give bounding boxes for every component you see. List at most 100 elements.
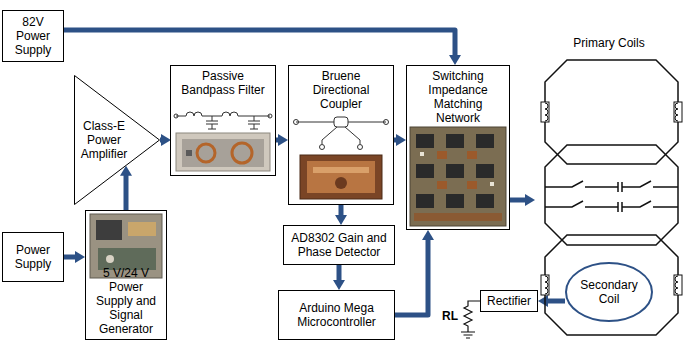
node-label: Switching Impedance Matching Network: [410, 69, 506, 125]
coupler-box: Bruene Directional Coupler: [288, 65, 394, 205]
node-label: Rectifier: [487, 294, 531, 308]
filter-photo: [182, 139, 264, 167]
primary-coil-wiring: [545, 181, 678, 192]
filter-schematic: [268, 114, 272, 118]
node-label: 82V Power Supply: [6, 15, 60, 57]
node-label: Primary Coils: [573, 36, 644, 50]
rectifier-box: Rectifier: [480, 290, 538, 312]
coil-inductor: [545, 103, 548, 121]
node-label: Passive Bandpass Filter: [174, 69, 272, 97]
matching-network-box: Switching Impedance Matching Network: [406, 65, 510, 230]
node-label: AD8302 Gain and Phase Detector: [287, 231, 391, 259]
matching-network-photo: [414, 213, 502, 221]
coupler-photo: [313, 167, 369, 173]
filter-schematic: [174, 112, 272, 129]
filter-photo: [232, 143, 252, 163]
node-label: Arduino Mega Microcontroller: [282, 301, 391, 329]
filter-schematic: [206, 116, 218, 129]
matching-network-photo: [410, 127, 506, 226]
filter-photo: [197, 144, 215, 162]
detector-box: AD8302 Gain and Phase Detector: [283, 225, 395, 265]
primary-coil-wiring: [545, 60, 678, 164]
node-label: Bruene Directional Coupler: [292, 69, 390, 111]
matching-network-photo: [476, 194, 494, 208]
coupler-photo: [335, 177, 347, 189]
filter-photo: [176, 133, 270, 171]
signal-arrow: [395, 236, 428, 315]
filter-photo: [186, 150, 192, 156]
matching-network-photo: [416, 164, 434, 178]
matching-network-photo: [467, 181, 477, 189]
load-resistor: [464, 301, 480, 332]
coil-region: Primary CoilsSecondary Coil: [535, 36, 683, 338]
signal-arrow: [339, 205, 344, 219]
matching-network-photo: [437, 151, 447, 159]
coupler-schematic: [322, 127, 360, 144]
signal-arrow: [64, 30, 455, 59]
secondary-coil: Secondary Coil: [565, 262, 653, 322]
matching-network-photo: [420, 152, 424, 156]
coupler-schematic: [320, 145, 325, 150]
primary-coil-wiring: [545, 235, 678, 335]
signal-generator-box: 5 V/24 V Power Supply and Signal Generat…: [85, 210, 167, 340]
matching-network-photo: [446, 194, 464, 208]
microcontroller-box: Arduino Mega Microcontroller: [278, 290, 395, 340]
matching-network-photo: [446, 134, 464, 148]
filter-schematic: [174, 114, 178, 118]
matching-network-photo: [410, 127, 506, 226]
signal-generator-photo: [96, 220, 122, 240]
coupler-schematic: [384, 120, 389, 125]
primary-coil-wiring: [545, 201, 678, 212]
coupler-schematic: [296, 122, 386, 123]
filter-schematic: [186, 112, 202, 116]
coupler-schematic: [294, 117, 389, 150]
filter-photo: [176, 133, 270, 171]
coil-inductor: [541, 102, 549, 122]
coil-outline: [566, 263, 652, 321]
coupler-photo: [300, 155, 382, 199]
load-resistor: [461, 332, 475, 338]
signal-arrow: [160, 138, 165, 143]
coil-inductor: [674, 275, 682, 295]
coil-inductor: [675, 103, 678, 121]
filter-schematic: [176, 116, 270, 117]
matching-network-photo: [437, 181, 447, 189]
signal-arrow: [337, 265, 342, 284]
signal-arrow: [544, 299, 565, 304]
matching-network-photo: [416, 134, 434, 148]
signal-arrow: [276, 138, 282, 143]
filter-schematic: [222, 112, 238, 116]
primary-coil-wiring: [545, 145, 678, 245]
coupler-photo: [300, 155, 382, 199]
signal-arrow: [64, 255, 79, 260]
primary-coil-wiring: [545, 60, 678, 335]
power-supply-box: 82V Power Supply: [2, 10, 64, 62]
matching-network-photo: [490, 182, 494, 186]
signal-arrow: [510, 198, 529, 203]
signal-generator-photo: [106, 255, 114, 263]
coil-inductor: [545, 276, 548, 294]
node-label: Class-E Power Amplifier: [77, 119, 131, 161]
signal-arrow: [124, 172, 129, 210]
coil-inductor: [674, 102, 682, 122]
coupler-schematic: [358, 145, 363, 150]
filter-box: Passive Bandpass Filter: [170, 65, 276, 176]
part-label: RL: [442, 309, 458, 323]
matching-network-photo: [476, 134, 494, 148]
coupler-photo: [307, 161, 375, 193]
coil-inductor: [541, 102, 682, 295]
coupler-schematic: [294, 120, 299, 125]
coil-inductor: [541, 275, 549, 295]
matching-network-photo: [446, 164, 464, 178]
amplifier-outline: [75, 76, 160, 205]
amplifier-triangle: Class-E Power Amplifier: [74, 75, 160, 205]
coil-inductor: [675, 276, 678, 294]
coupler-schematic: [334, 117, 348, 127]
matching-network-photo: [467, 151, 477, 159]
node-label: Power Supply: [6, 243, 60, 271]
load-resistor: [461, 301, 480, 338]
matching-network-photo: [476, 164, 494, 178]
signal-arrow: [394, 138, 400, 143]
